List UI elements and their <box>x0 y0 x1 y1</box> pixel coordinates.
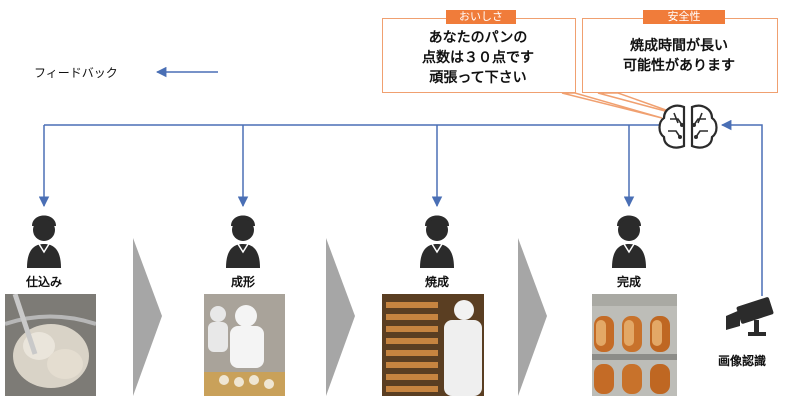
safety-line-1: 焼成時間が長い <box>630 38 728 54</box>
stage-label-4: 完成 <box>616 275 641 289</box>
stage-label-1: 仕込み <box>25 275 62 289</box>
safety-bubble <box>582 18 778 93</box>
stage-label-2: 成形 <box>230 275 255 289</box>
taste-line-2: 点数は３０点です <box>422 50 534 66</box>
stage-photo-dough <box>5 294 96 396</box>
safety-tag: 安全性 <box>643 10 725 24</box>
feedback-label: フィードバック <box>34 66 118 80</box>
worker-icon <box>27 215 61 268</box>
stage-photo-baking <box>382 294 484 396</box>
worker-icon <box>612 215 646 268</box>
stage-photo-finished <box>592 294 677 396</box>
taste-line-3: 頑張って下さい <box>429 70 527 86</box>
taste-tag: おいしさ <box>446 10 516 24</box>
camera-label: 画像認識 <box>718 354 767 368</box>
safety-bubble-text: 焼成時間が長い 可能性があります <box>582 36 776 76</box>
worker-icon <box>420 215 454 268</box>
stage-label-3: 焼成 <box>424 275 449 289</box>
taste-bubble-text: あなたのパンの 点数は３０点です 頑張って下さい <box>382 28 574 88</box>
brain-icon <box>658 104 718 149</box>
taste-bubble <box>382 18 576 93</box>
worker-icon <box>226 215 260 268</box>
taste-line-1: あなたのパンの <box>428 30 528 46</box>
stage-photo-shaping <box>204 294 285 396</box>
bubble-tail-2 <box>597 92 681 116</box>
bubble-tail-1 <box>561 92 663 119</box>
safety-line-2: 可能性があります <box>623 58 735 74</box>
process-chevron-3 <box>518 238 547 396</box>
camera-to-brain-line <box>720 119 763 296</box>
process-chevron-1 <box>133 238 162 396</box>
process-chevron-2 <box>326 238 355 396</box>
camera-icon <box>726 297 774 336</box>
